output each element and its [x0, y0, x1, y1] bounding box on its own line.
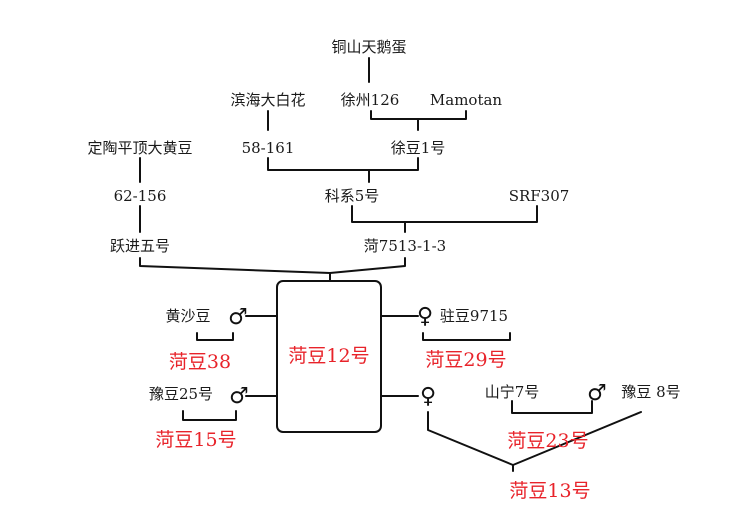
- line-to-hedou12: [139, 257, 406, 274]
- node-yudou25: 豫豆25号: [149, 385, 213, 403]
- node-huangshadou: 黄沙豆: [165, 307, 210, 325]
- bracket-hedou29: [422, 332, 511, 341]
- node-zhudou9715: 驻豆9715: [440, 307, 508, 325]
- cultivar-hedou15: 菏豆15号: [155, 429, 236, 451]
- bracket-hedou13: [427, 411, 642, 466]
- cultivar-hedou29: 菏豆29号: [425, 349, 506, 371]
- bracket-hedou38: [196, 332, 234, 341]
- node-62-156: 62-156: [114, 187, 167, 205]
- node-shanning7: 山宁7号: [485, 383, 540, 401]
- line-kexi-srf: [351, 205, 538, 223]
- node-xuzhou126: 徐州126: [341, 91, 400, 109]
- node-dingtao: 定陶平顶大黄豆: [87, 139, 192, 157]
- cultivar-hedou13: 菏豆13号: [509, 480, 590, 502]
- node-yudou8: 豫豆 8号: [621, 383, 680, 401]
- bracket-hedou15: [182, 410, 237, 421]
- bracket-hedou23: [511, 400, 593, 414]
- node-kexi5: 科系5号: [325, 187, 380, 205]
- node-binhai: 滨海大白花: [230, 91, 305, 109]
- node-yuejin5: 跃进五号: [110, 237, 170, 255]
- female-symbol-icon: ♀: [417, 304, 433, 329]
- male-symbol-icon: ♂: [228, 305, 248, 330]
- pedigree-lines: [139, 57, 642, 472]
- node-xudou1: 徐豆1号: [391, 139, 446, 157]
- male-symbol-icon: ♂: [587, 381, 607, 406]
- line-xuzhou-mamotan: [370, 110, 467, 120]
- line-58-xudou1: [267, 157, 419, 171]
- node-mamotan: Mamotan: [430, 91, 503, 109]
- cultivar-hedou23: 菏豆23号: [507, 430, 588, 452]
- cultivar-hedou38: 菏豆38: [169, 351, 231, 373]
- node-tongshan: 铜山天鹅蛋: [331, 38, 406, 56]
- node-he7513: 菏7513-1-3: [364, 237, 446, 255]
- female-symbol-icon: ♀: [420, 384, 436, 409]
- node-srf307: SRF307: [509, 187, 570, 205]
- hedou12-box: [276, 280, 382, 433]
- cultivar-hedou12: 菏豆12号: [288, 345, 369, 367]
- node-58-161: 58-161: [242, 139, 295, 157]
- male-symbol-icon: ♂: [229, 384, 249, 409]
